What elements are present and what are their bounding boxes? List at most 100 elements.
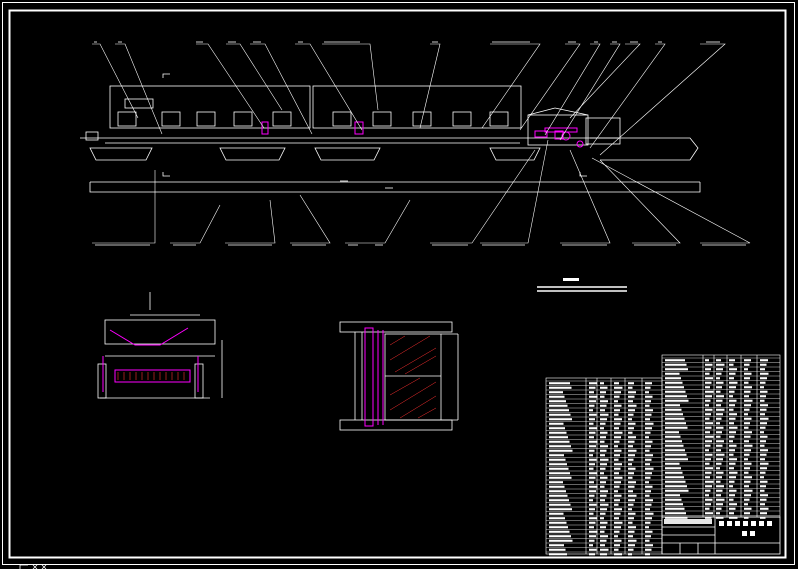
table-cell-glyph xyxy=(628,440,635,443)
table-cell-glyph xyxy=(645,454,653,457)
table-cell-glyph xyxy=(645,467,654,470)
table-cell-glyph xyxy=(628,395,635,398)
table-cell-glyph xyxy=(760,395,766,398)
table-cell-glyph xyxy=(645,508,650,511)
table-cell-glyph xyxy=(716,435,721,438)
table-cell-glyph xyxy=(600,544,605,547)
table-cell-glyph xyxy=(705,386,710,389)
table-cell-glyph xyxy=(549,548,566,551)
table-cell-glyph xyxy=(716,449,721,452)
table-cell-glyph xyxy=(549,490,566,493)
table-cell-glyph xyxy=(600,454,605,457)
table-cell-glyph xyxy=(614,409,620,412)
head-hood xyxy=(585,117,621,145)
table-cell-glyph xyxy=(614,553,622,556)
table-cell-glyph xyxy=(716,453,725,456)
table-cell-glyph xyxy=(645,494,650,497)
table-cell-glyph xyxy=(665,480,686,483)
table-cell-glyph xyxy=(628,418,632,421)
table-cell-glyph xyxy=(705,516,712,519)
table-cell-glyph xyxy=(705,480,714,483)
table-cell-glyph xyxy=(645,521,651,524)
table-cell-glyph xyxy=(705,485,712,488)
table-cell-glyph xyxy=(744,372,752,375)
table-cell-glyph xyxy=(628,544,635,547)
table-cell-glyph xyxy=(614,472,619,475)
table-cell-glyph xyxy=(600,463,607,466)
table-cell-glyph xyxy=(716,399,723,402)
table-cell-glyph xyxy=(705,359,709,362)
table-cell-glyph xyxy=(549,427,565,430)
table-cell-glyph xyxy=(628,382,634,385)
table-cell-glyph xyxy=(760,377,767,380)
table-cell-glyph xyxy=(705,413,711,416)
table-cell-glyph xyxy=(614,418,622,421)
table-cell-glyph xyxy=(665,372,680,375)
table-cell-glyph xyxy=(665,489,689,492)
table-cell-glyph xyxy=(614,485,620,488)
table-cell-glyph xyxy=(744,467,750,470)
table-cell-glyph xyxy=(665,435,681,438)
table-cell-glyph xyxy=(729,440,733,443)
table-cell-glyph xyxy=(744,440,749,443)
table-cell-glyph xyxy=(744,417,752,420)
table-cell-glyph xyxy=(665,440,682,443)
table-cell-glyph xyxy=(645,530,653,533)
table-cell-glyph xyxy=(614,512,621,515)
table-cell-glyph xyxy=(614,467,621,470)
table-cell-glyph xyxy=(729,458,737,461)
table-cell-glyph xyxy=(716,462,722,465)
table-cell-glyph xyxy=(589,436,594,439)
table-cell-glyph xyxy=(628,517,634,520)
table-cell-glyph xyxy=(600,409,605,412)
table-cell-glyph xyxy=(628,413,634,416)
table-cell-glyph xyxy=(600,467,606,470)
table-cell-glyph xyxy=(760,435,768,438)
table-cell-glyph xyxy=(705,467,713,470)
table-cell-glyph xyxy=(549,409,569,412)
label-box xyxy=(124,98,154,109)
tail-block xyxy=(85,131,99,141)
table-cell-glyph xyxy=(760,404,768,407)
table-cell-glyph xyxy=(589,503,597,506)
table-cell-glyph xyxy=(600,413,609,416)
table-cell-glyph xyxy=(645,535,651,538)
table-cell-glyph xyxy=(760,494,768,497)
table-cell-glyph xyxy=(705,408,713,411)
table-cell-glyph xyxy=(744,480,751,483)
table-cell-glyph xyxy=(744,435,751,438)
table-cell-glyph xyxy=(600,508,607,511)
table-cell-glyph xyxy=(549,485,565,488)
table-cell-glyph xyxy=(665,399,689,402)
table-cell-glyph xyxy=(549,431,567,434)
inner-frame xyxy=(8,9,787,559)
table-cell-glyph xyxy=(744,395,749,398)
table-cell-glyph xyxy=(600,445,608,448)
table-cell-glyph xyxy=(589,391,594,394)
table-cell-glyph xyxy=(589,400,596,403)
table-cell-glyph xyxy=(716,498,725,501)
table-cell-glyph xyxy=(614,422,621,425)
table-cell-glyph xyxy=(665,404,680,407)
table-cell-glyph xyxy=(549,539,573,542)
table-cell-glyph xyxy=(645,400,651,403)
table-cell-glyph xyxy=(600,521,608,524)
table-cell-glyph xyxy=(549,508,572,511)
table-cell-glyph xyxy=(760,422,767,425)
table-cell-glyph xyxy=(729,431,736,434)
table-cell-glyph xyxy=(729,507,736,510)
table-cell-glyph xyxy=(716,404,721,407)
table-cell-glyph xyxy=(729,408,734,411)
table-cell-glyph xyxy=(760,413,765,416)
parts-list-rows xyxy=(546,380,662,556)
table-cell-glyph xyxy=(549,413,571,416)
table-cell-glyph xyxy=(549,391,563,394)
table-cell-glyph xyxy=(628,548,634,551)
base-frame xyxy=(89,182,701,193)
table-cell-glyph xyxy=(716,413,723,416)
table-cell-glyph xyxy=(729,503,737,506)
table-cell-glyph xyxy=(744,408,750,411)
table-cell-glyph xyxy=(645,458,652,461)
table-cell-glyph xyxy=(645,544,653,547)
table-cell-glyph xyxy=(665,377,681,380)
